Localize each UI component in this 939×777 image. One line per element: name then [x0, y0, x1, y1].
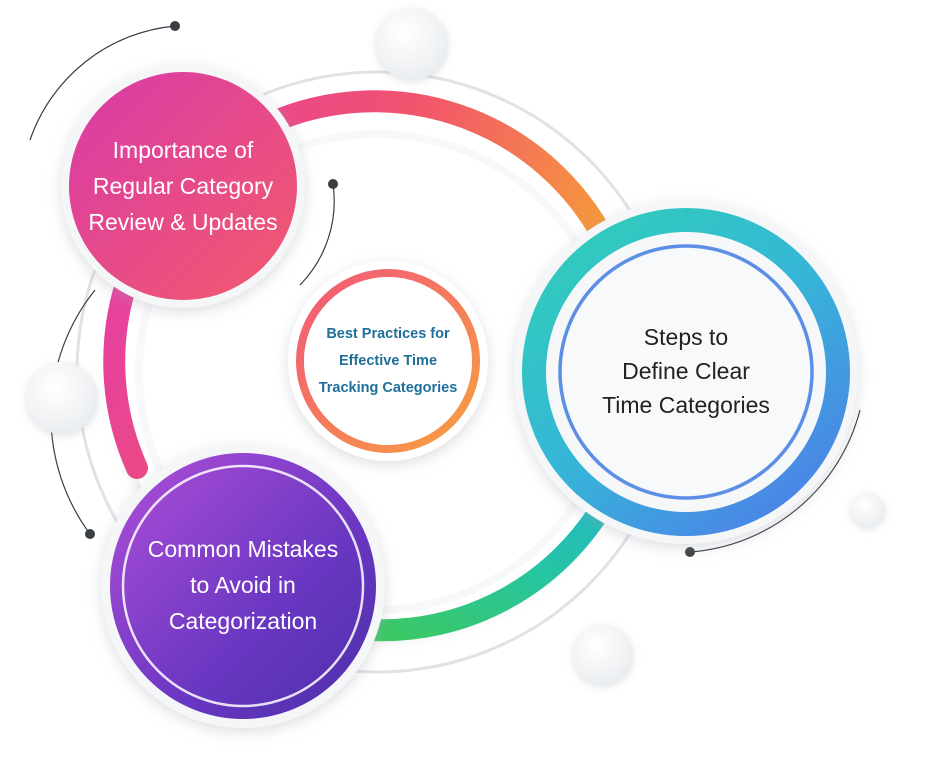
- decorative-balls: [26, 8, 885, 685]
- importance-label: Importance of Regular Category Review & …: [88, 137, 278, 235]
- connector-dots: [85, 21, 695, 557]
- node-steps: [514, 200, 858, 544]
- steps-label: Steps to Define Clear Time Categories: [602, 324, 770, 418]
- node-importance: [61, 64, 305, 308]
- decorative-arcs: [29, 25, 861, 553]
- mistakes-label: Common Mistakes to Avoid in Categorizati…: [147, 536, 339, 634]
- center-topic: [288, 261, 488, 461]
- center-topic-label: Best Practices for Effective Time Tracki…: [318, 325, 458, 396]
- node-mistakes: [101, 444, 385, 728]
